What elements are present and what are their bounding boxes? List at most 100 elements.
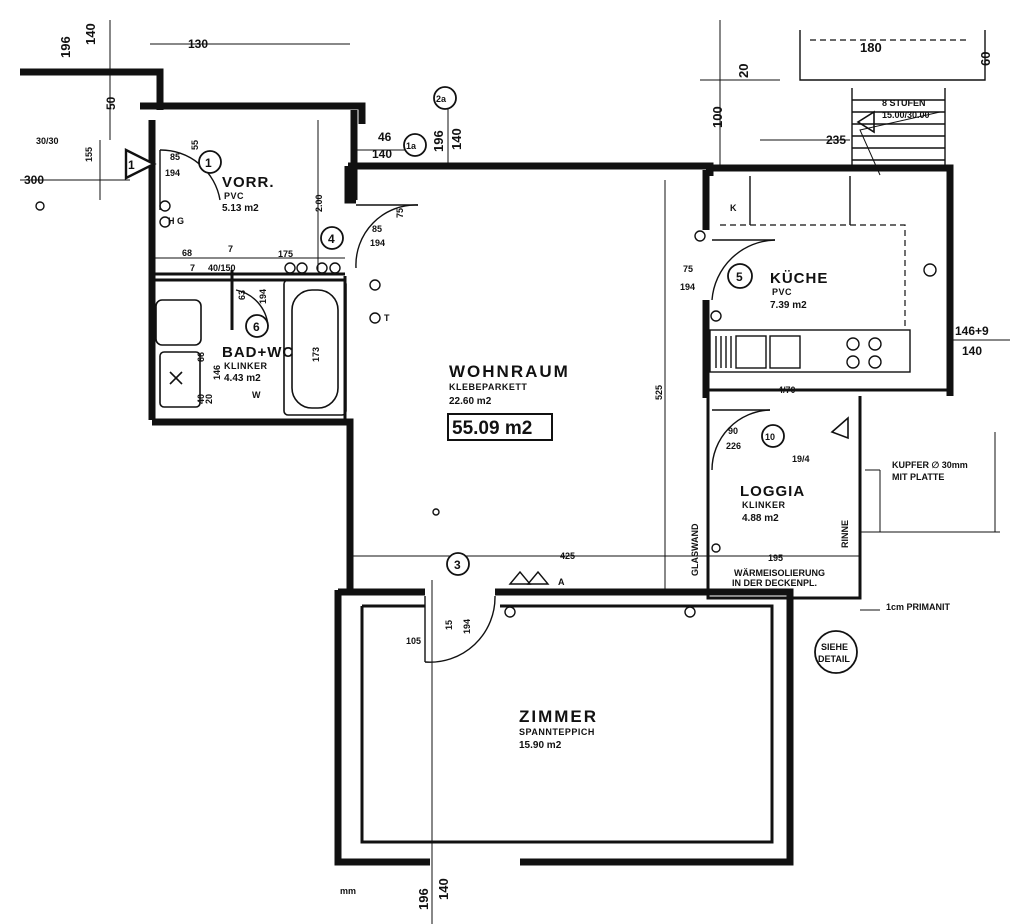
label-a: A: [558, 577, 565, 587]
dim-vorr-85: 85: [170, 152, 180, 162]
dim-40150: 40/150: [208, 263, 236, 273]
dim-v75: 75: [395, 208, 405, 218]
dim-85b: 85: [372, 224, 382, 234]
dim-k194: 194: [680, 282, 695, 292]
door-number-6: 6: [253, 320, 260, 334]
dim-v173: 173: [311, 347, 321, 362]
dim-vorr-55: 55: [190, 140, 200, 150]
dim-140a: 140: [372, 147, 392, 161]
label-primanit: 1cm PRIMANIT: [886, 602, 951, 612]
room-name-wohnraum: WOHNRAUM: [449, 362, 570, 381]
stairs: [851, 88, 946, 166]
door-marker-10: [761, 424, 785, 448]
dim-7: 7: [228, 244, 233, 254]
dim-425: 425: [560, 551, 575, 561]
detail-label-siehe: SIEHE: [821, 642, 848, 652]
annotations: KUPFER ∅ 30mm MIT PLATTE RINNE GLASWAND …: [35, 110, 968, 896]
dim-v200: 2.00: [314, 194, 324, 212]
door-marker-2a: [433, 86, 457, 110]
north-arrow-icon: [124, 148, 157, 180]
dim-68: 68: [182, 248, 192, 258]
label-decken: IN DER DECKENPL.: [732, 578, 817, 588]
walls: [20, 68, 954, 866]
room-name-zimmer: ZIMMER: [519, 707, 598, 726]
label-w: W: [252, 390, 261, 400]
dim-top-60: 60: [978, 52, 993, 66]
dim-top-196: 196: [58, 36, 73, 58]
dim-195: 195: [768, 553, 783, 563]
door-number-10: 10: [765, 432, 775, 442]
dim-470: 4/70: [778, 385, 796, 395]
door-markers: 1 1 1a 2a 4 6 5 10 3 SIEHE DETAIL: [124, 86, 858, 674]
room-area-wohnraum: 22.60 m2: [449, 396, 492, 407]
door-number-3: 3: [454, 558, 461, 572]
dim-46: 46: [378, 130, 392, 144]
door-marker-6: [245, 314, 269, 338]
dim-k1469: 146+9: [955, 324, 989, 338]
dim-140b: 140: [449, 128, 464, 150]
dim-v66: 66: [196, 352, 206, 362]
total-area-box: [447, 413, 553, 441]
stairs-label: 8 STUFEN: [882, 98, 926, 108]
room-area-bad: 4.43 m2: [224, 373, 261, 384]
dim-z194: 194: [462, 619, 472, 634]
dim-left-300: 300: [24, 173, 44, 187]
dim-7b: 7: [190, 263, 195, 273]
total-area: 55.09 m2: [452, 418, 532, 439]
dimension-labels: 196 140 130 50 30/30 155 300 85 194 55 4…: [24, 23, 993, 910]
dim-vorr-194: 194: [165, 168, 180, 178]
door-number-2a: 2a: [436, 94, 447, 104]
label-rinne: RINNE: [840, 520, 850, 548]
door-marker-4: [320, 226, 344, 250]
label-platte: MIT PLATTE: [892, 472, 944, 482]
label-t: T: [384, 313, 390, 323]
dim-top-130: 130: [188, 37, 208, 51]
dim-v100: 100: [710, 106, 725, 128]
door-number-5: 5: [736, 270, 743, 284]
dim-left-3030: 30/30: [36, 136, 59, 146]
label-kupfer: KUPFER ∅ 30mm: [892, 460, 968, 470]
dim-z15: 15: [444, 620, 454, 630]
door-marker-1a: [403, 133, 427, 157]
room-material-loggia: KLINKER: [742, 500, 786, 510]
dim-v40: 40: [196, 394, 206, 404]
dim-top-50: 50: [104, 96, 118, 110]
door-number-4: 4: [328, 232, 335, 246]
room-material-bad: KLINKER: [224, 361, 268, 371]
dim-left-155: 155: [84, 147, 94, 162]
dim-v525: 525: [654, 385, 664, 400]
door-marker-5: [727, 263, 753, 289]
label-hg: H G: [168, 216, 184, 226]
room-area-zimmer: 15.90 m2: [519, 740, 562, 751]
door-marker-3: [446, 552, 470, 576]
doors: [159, 149, 776, 663]
fixtures: [155, 30, 986, 416]
detail-label-detail: DETAIL: [818, 654, 850, 664]
dim-l90: 90: [728, 426, 738, 436]
arrow-number-1: 1: [128, 158, 135, 172]
dim-196b: 196: [431, 130, 446, 152]
room-name-bad: BAD+WC: [222, 344, 294, 361]
dim-bot-140: 140: [436, 878, 451, 900]
label-glaswand: GLASWAND: [690, 523, 700, 576]
door-number-1a: 1a: [406, 141, 417, 151]
room-material-vorr: PVC: [224, 191, 244, 201]
room-area-vorr: 5.13 m2: [222, 203, 259, 214]
dim-bot-196: 196: [416, 888, 431, 910]
dim-175: 175: [278, 249, 293, 259]
room-area-loggia: 4.88 m2: [742, 513, 779, 524]
room-material-wohnraum: KLEBEPARKETT: [449, 382, 527, 392]
dim-v146: 146: [212, 365, 222, 380]
dim-l19: 19/4: [792, 454, 810, 464]
door-marker-1: [198, 150, 222, 174]
dim-194b: 194: [370, 238, 385, 248]
dim-z105: 105: [406, 636, 421, 646]
dim-235: 235: [826, 133, 846, 147]
room-area-kuche: 7.39 m2: [770, 300, 807, 311]
dim-63: 63: [237, 290, 247, 300]
door-number-1: 1: [205, 156, 212, 170]
dim-l226: 226: [726, 441, 741, 451]
room-material-zimmer: SPANNTEPPICH: [519, 727, 595, 737]
label-mm: mm: [340, 886, 356, 896]
